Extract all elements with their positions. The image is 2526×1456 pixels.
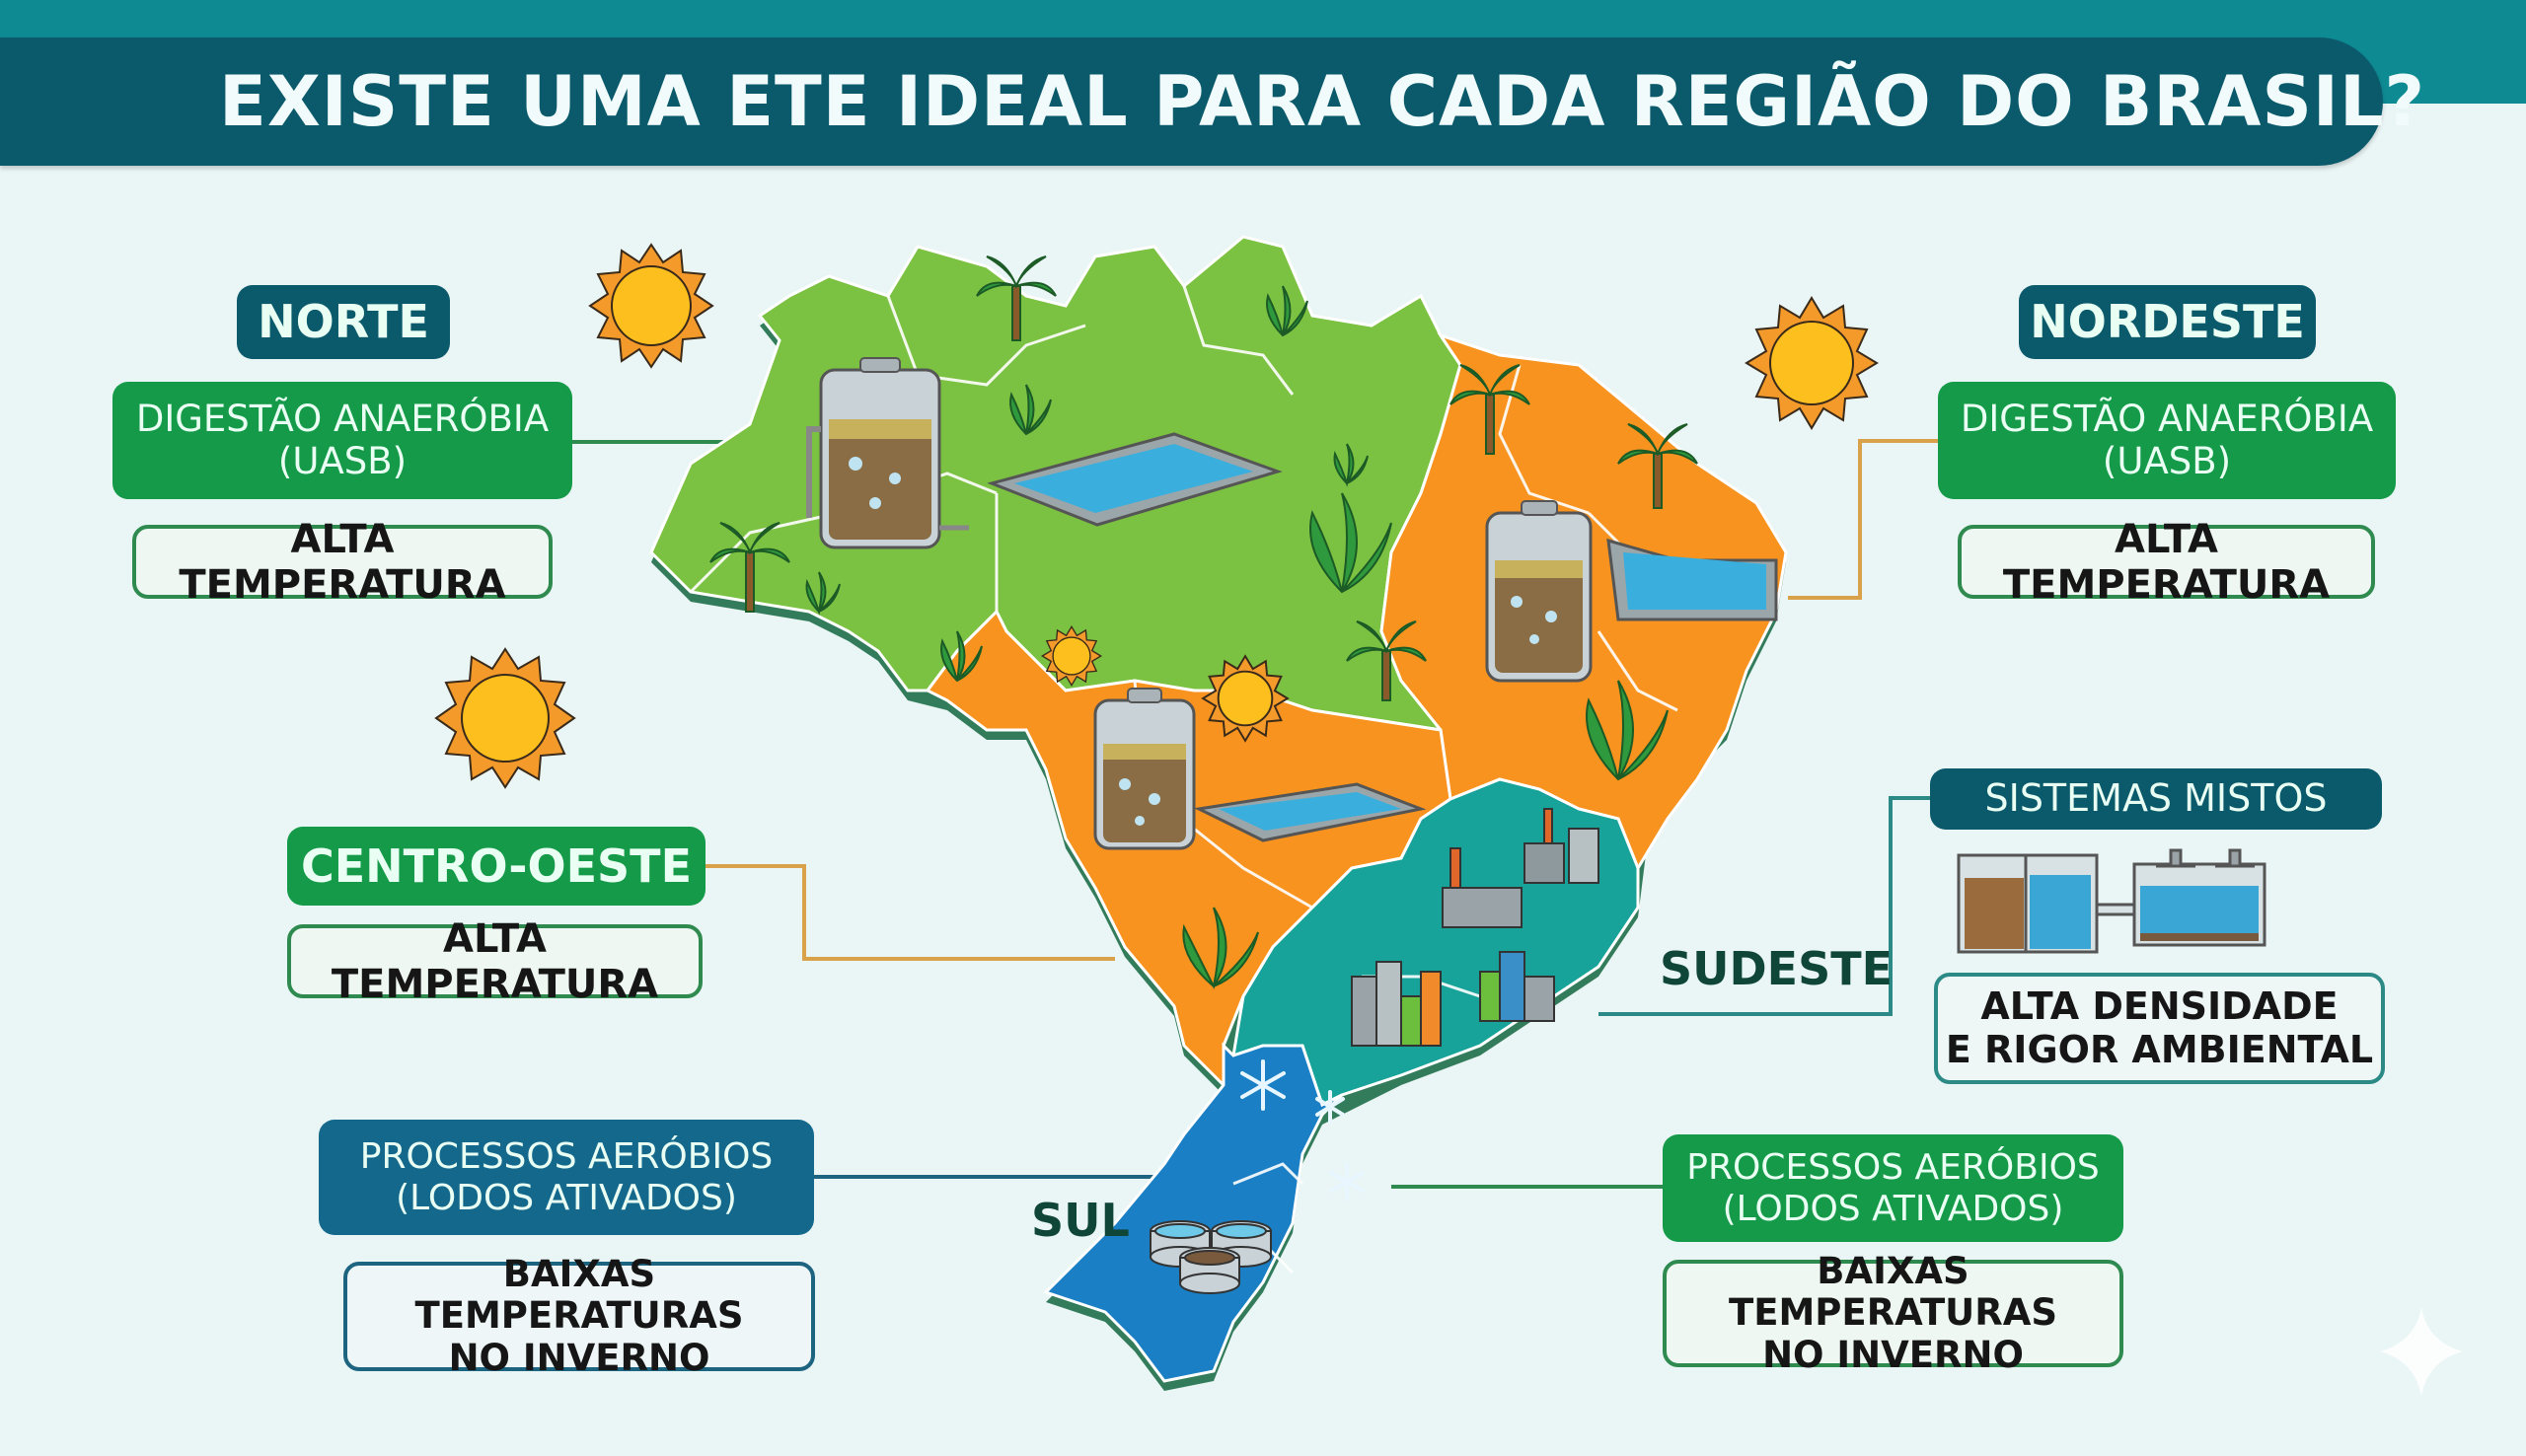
condition-text: ALTA TEMPERATURA [2002, 516, 2331, 608]
sun-icon [1040, 624, 1103, 688]
nordeste-condition-box: ALTA TEMPERATURA [1958, 517, 2375, 608]
nordeste-technology-box: DIGESTÃO ANAERÓBIA (UASB) [1938, 382, 2396, 499]
sudeste-technology-box: SISTEMAS MISTOS [1930, 768, 2382, 830]
factory-icon [1442, 808, 1599, 928]
region-name: NORTE [258, 295, 429, 349]
technology-text: SISTEMAS MISTOS [1984, 776, 2328, 821]
lagoon-icon [1606, 538, 1778, 621]
condition-line-1: BAIXAS TEMPERATURAS [414, 1252, 744, 1338]
uasb-reactor-icon [806, 357, 969, 549]
condition-line-2: NO INVERNO [1762, 1333, 2024, 1376]
region-name: CENTRO-OESTE [301, 838, 692, 893]
norte-technology-box: DIGESTÃO ANAERÓBIA (UASB) [112, 382, 572, 499]
condition-line-2: NO INVERNO [448, 1336, 710, 1379]
sun-icon [434, 647, 576, 789]
condition-line-1: BAIXAS TEMPERATURAS [1728, 1249, 2058, 1335]
region-label-sul: SUL [1031, 1194, 1130, 1247]
region-label-norte: NORTE [237, 285, 450, 359]
region-label-centro-oeste: CENTRO-OESTE [287, 827, 706, 906]
uasb-reactor-icon [1093, 688, 1196, 850]
sun-icon [1745, 296, 1879, 430]
uasb-reactor-icon [1485, 500, 1593, 683]
condition-text: ALTA TEMPERATURA [331, 915, 659, 1007]
sparkle-icon [2380, 1307, 2463, 1397]
connector-sudeste [1598, 796, 1930, 1016]
condition-line-1: ALTA DENSIDADE [1980, 983, 2339, 1028]
technology-line-2: (LODOS ATIVADOS) [396, 1177, 737, 1218]
sul-condition-box-left: BAIXAS TEMPERATURAS NO INVERNO [343, 1253, 815, 1378]
condition-text: ALTA TEMPERATURA [179, 516, 506, 608]
page-title: EXISTE UMA ETE IDEAL PARA CADA REGIÃO DO… [219, 61, 2426, 142]
sun-icon [588, 243, 714, 369]
region-label-sudeste: SUDESTE [1660, 942, 1894, 995]
lagoon-icon [987, 432, 1283, 527]
mixed-treatment-tanks-icon [1957, 848, 2266, 954]
sun-icon [1201, 654, 1290, 743]
technology-line-2: (UASB) [2102, 439, 2232, 482]
plant-icon [805, 285, 1669, 990]
technology-line-2: (LODOS ATIVADOS) [1722, 1188, 2064, 1229]
snowflake-icon [1240, 1059, 1365, 1201]
technology-line-1: DIGESTÃO ANAERÓBIA [1960, 397, 2374, 440]
technology-line-1: PROCESSOS AERÓBIOS [359, 1136, 774, 1178]
norte-condition-box: ALTA TEMPERATURA [132, 517, 553, 608]
circular-clarifier-icon [1150, 1220, 1272, 1294]
condition-line-2: E RIGOR AMBIENTAL [1945, 1027, 2374, 1071]
sul-condition-box-right: BAIXAS TEMPERATURAS NO INVERNO [1663, 1250, 2123, 1375]
region-label-nordeste: NORDESTE [2019, 285, 2316, 359]
connector-nordeste [1788, 439, 1938, 600]
lagoon-icon [1194, 782, 1427, 842]
connector-centro-oeste [706, 864, 1115, 961]
technology-line-1: PROCESSOS AERÓBIOS [1686, 1147, 2100, 1189]
technology-line-1: DIGESTÃO ANAERÓBIA [135, 397, 550, 440]
title-bar: EXISTE UMA ETE IDEAL PARA CADA REGIÃO DO… [0, 37, 2424, 166]
centro-oeste-condition-box: ALTA TEMPERATURA [287, 916, 703, 1007]
region-name: NORDESTE [2030, 295, 2305, 349]
sul-technology-box-right: PROCESSOS AERÓBIOS (LODOS ATIVADOS) [1663, 1134, 2123, 1242]
sudeste-condition-box: ALTA DENSIDADE E RIGOR AMBIENTAL [1934, 973, 2385, 1084]
palm-tree-icon [709, 255, 1698, 701]
technology-line-2: (UASB) [277, 439, 408, 482]
city-buildings-icon [1351, 951, 1555, 1047]
sul-technology-box-left: PROCESSOS AERÓBIOS (LODOS ATIVADOS) [319, 1120, 814, 1235]
